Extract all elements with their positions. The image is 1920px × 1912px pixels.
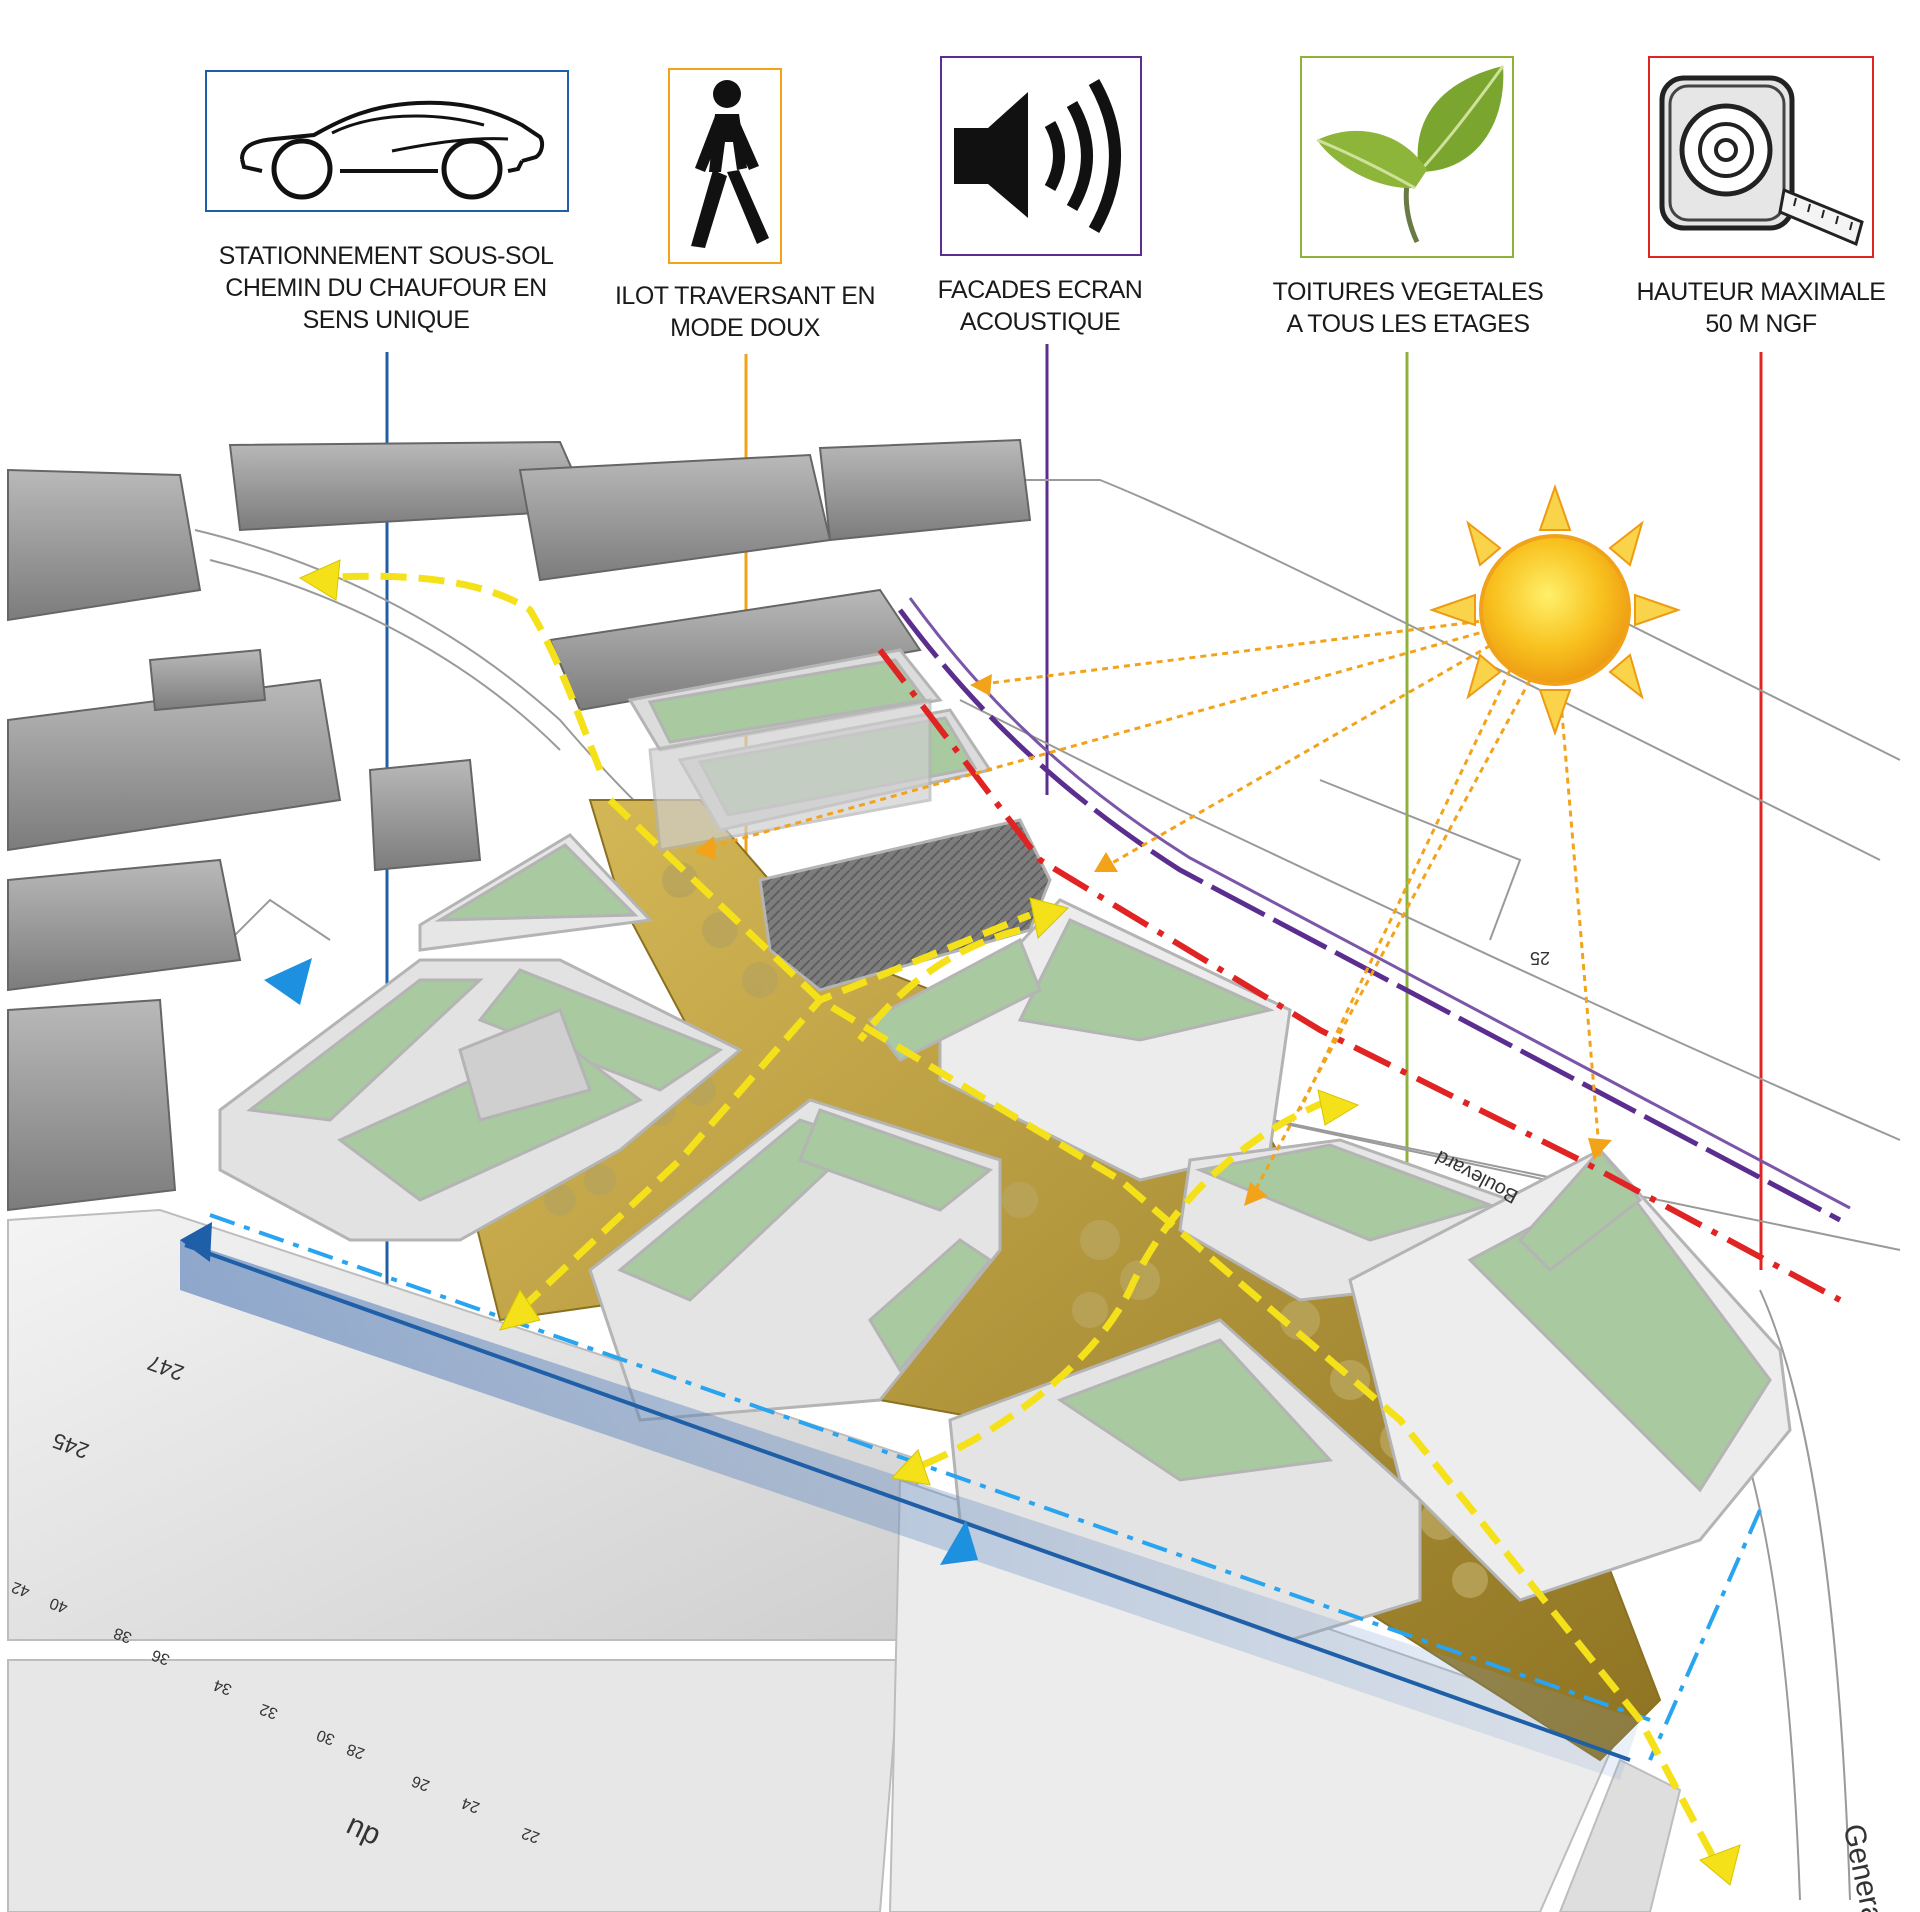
legend-label-line: A TOUS LES ETAGES	[1286, 310, 1531, 338]
pedestrian-arrow	[1699, 1844, 1741, 1886]
green-roof	[434, 843, 639, 922]
green-roof	[1056, 1338, 1334, 1482]
green-roof	[477, 968, 724, 1092]
legend-label-height: HAUTEUR MAXIMALE 50 M NGF	[1606, 276, 1916, 340]
green-roof	[246, 978, 484, 1122]
green-roof	[798, 1108, 994, 1212]
legend-box-pedestrian	[668, 68, 782, 264]
legend-label-line: MODE DOUX	[670, 314, 820, 342]
legend-box-acoustic	[940, 56, 1142, 256]
green-roof	[868, 1238, 993, 1373]
street-number-row: 42 40 38 36 34 32 30 28 26 24 22	[9, 1578, 542, 1846]
parking-arrow-south	[940, 1520, 978, 1565]
legend-label-line: ACOUSTIQUE	[959, 308, 1121, 336]
legend-box-green-roofs	[1300, 56, 1514, 258]
legend-label-line: TOITURES VEGETALES	[1272, 278, 1544, 306]
street-number: 22	[519, 1824, 542, 1846]
pedestrian-arrow	[298, 559, 341, 601]
courtyard	[458, 1008, 592, 1122]
parking-arrow-west	[180, 1222, 212, 1262]
street-number: 28	[344, 1740, 367, 1762]
pedestrian-arrow	[1029, 897, 1069, 940]
legend-label-acoustic: FACADES ECRAN ACOUSTIQUE	[900, 274, 1180, 338]
parking-street	[180, 958, 1762, 1780]
legend-label-line: 50 M NGF	[1705, 310, 1817, 338]
label-lot-25: 25	[1530, 948, 1550, 968]
green-roof	[1194, 1143, 1495, 1242]
legend-label-parking: STATIONNEMENT SOUS-SOL CHEMIN DU CHAUFOU…	[186, 240, 586, 336]
green-roof	[1517, 1147, 1643, 1272]
street-number: 40	[47, 1594, 70, 1616]
pedestrian-arrow	[499, 1289, 541, 1331]
legend-label-line: ILOT TRAVERSANT EN	[614, 282, 876, 310]
green-roof	[867, 937, 1042, 1062]
street-number: 42	[9, 1578, 32, 1600]
project-buildings	[218, 648, 1792, 1642]
street-number: 34	[211, 1676, 234, 1698]
speaker-icon	[954, 79, 1121, 233]
street-number: 38	[111, 1624, 134, 1646]
max-height-line	[877, 648, 1842, 1303]
sun-ray-arrows	[694, 674, 1612, 1206]
green-roof	[1017, 918, 1275, 1042]
cadastral-plan	[194, 479, 1901, 1901]
label-general: Genera	[1836, 1821, 1889, 1912]
street-number: 32	[257, 1700, 280, 1722]
pedestrian-icon	[691, 80, 769, 248]
legend-label-green-roofs: TOITURES VEGETALES A TOUS LES ETAGES	[1250, 276, 1566, 340]
legend-box-height	[1648, 56, 1874, 258]
sun-rays	[699, 618, 1602, 1201]
pedestrian-arrow	[891, 1449, 931, 1486]
tape-measure-icon	[1659, 75, 1864, 247]
street-number: 36	[149, 1646, 172, 1668]
southern-housing-blocks	[7, 1208, 1682, 1912]
sun-diagram	[694, 483, 1682, 1206]
pedestrian-flow-arrows	[298, 559, 1741, 1886]
legend-label-pedestrian: ILOT TRAVERSANT EN MODE DOUX	[590, 280, 900, 344]
legend-label-line: STATIONNEMENT SOUS-SOL	[218, 242, 554, 270]
sun-icon	[1428, 483, 1682, 737]
leaf-icon	[1316, 65, 1505, 244]
legend-label-line: CHEMIN DU CHAUFOUR EN	[225, 274, 547, 302]
context-buildings	[7, 438, 1032, 1212]
legend-label-line: HAUTEUR MAXIMALE	[1636, 278, 1886, 306]
pedestrian-flows	[319, 572, 1724, 1872]
legend-label-line: SENS UNIQUE	[302, 306, 470, 334]
pedestrian-arrow	[1317, 1089, 1360, 1126]
legend-box-parking	[205, 70, 569, 212]
hatched-building	[758, 818, 1052, 992]
parking-arrow-north	[264, 958, 312, 1005]
legend-label-line: FACADES ECRAN	[937, 276, 1143, 304]
car-icon	[240, 100, 545, 200]
street-number: 30	[314, 1726, 337, 1748]
street-number: 24	[459, 1794, 482, 1816]
street-number: 26	[409, 1772, 432, 1794]
